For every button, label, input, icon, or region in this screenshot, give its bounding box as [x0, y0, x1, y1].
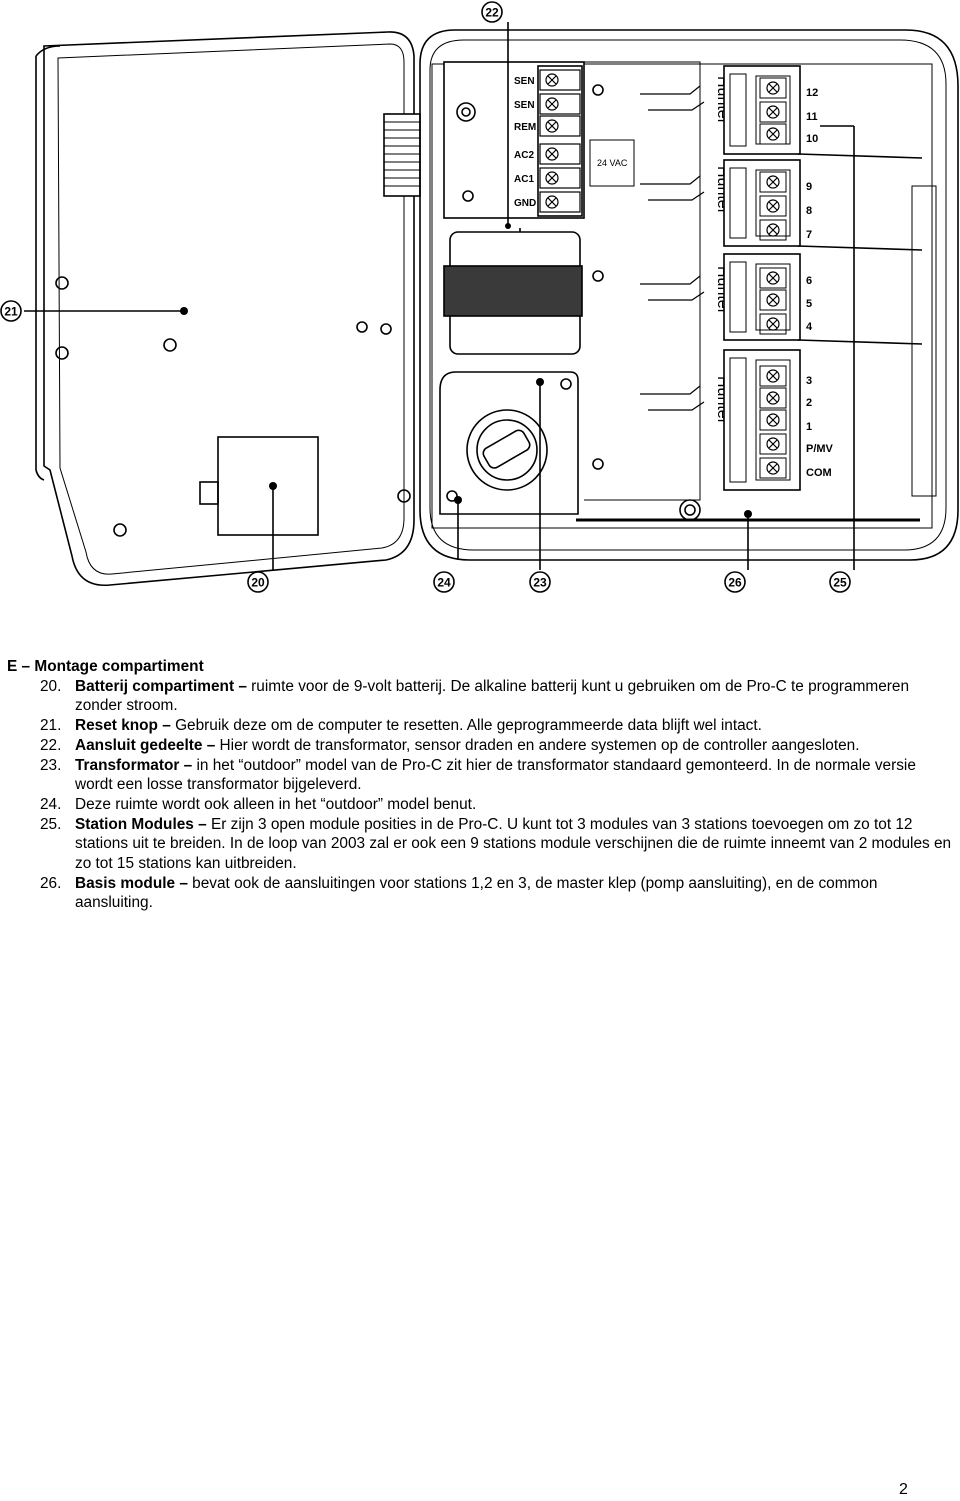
callout-23: 23 — [529, 571, 551, 593]
item-description: Er zijn 3 open module posities in de Pro… — [75, 815, 952, 873]
item-description: Hier wordt de transformator, sensor drad… — [215, 736, 860, 754]
station-label: 11 — [806, 111, 818, 123]
svg-text:22: 22 — [485, 6, 499, 20]
station-label: 6 — [806, 275, 812, 287]
station-label: 7 — [806, 229, 812, 241]
station-module — [723, 349, 801, 491]
item-number: 21. — [40, 717, 62, 735]
svg-text:23: 23 — [533, 576, 547, 590]
station-label: 3 — [806, 375, 812, 387]
item-description: ruimte voor de 9-volt batterij. De alkal… — [75, 677, 910, 715]
item-number: 22. — [40, 736, 62, 754]
station-module — [723, 65, 801, 155]
station-label: 1 — [806, 421, 812, 433]
list-item: 23. Transformator – in het “outdoor” mode… — [7, 756, 952, 795]
station-label: COM — [806, 467, 832, 479]
item-description: in het “outdoor” model van de Pro-C zit … — [75, 756, 916, 794]
callout-20: 20 — [247, 571, 269, 593]
station-module — [723, 253, 801, 341]
svg-text:25: 25 — [833, 576, 847, 590]
item-description: Gebruik deze om de computer te resetten.… — [170, 717, 762, 735]
section-title: E – Montage compartiment — [7, 658, 204, 675]
station-label: 10 — [806, 133, 818, 145]
terminal-label: REM — [514, 122, 536, 133]
station-label: 2 — [806, 397, 812, 409]
item-number: 24. — [40, 795, 62, 813]
station-label: P/MV — [806, 443, 834, 455]
terminal-label: AC1 — [514, 174, 534, 185]
callout-leaders — [24, 22, 855, 570]
item-description: bevat ook de aansluitingen voor stations… — [75, 874, 878, 912]
list-item: 26. Basis module – bevat ook de aansluiti… — [7, 874, 952, 913]
item-number: 26. — [40, 874, 62, 892]
item-term: Reset knop – — [75, 717, 171, 735]
outdoor-knob — [466, 409, 548, 491]
svg-text:21: 21 — [4, 305, 18, 319]
item-description: Deze ruimte wordt ook alleen in het “out… — [75, 795, 477, 813]
station-label: 12 — [806, 87, 818, 99]
callout-22: 22 — [481, 1, 503, 23]
terminal-label: SEN — [514, 100, 535, 111]
station-module — [723, 159, 801, 247]
svg-text:24: 24 — [437, 576, 451, 590]
item-list: 20. Batterij compartiment – ruimte voor d… — [7, 677, 952, 913]
callout-25: 25 — [829, 571, 851, 593]
item-number: 20. — [40, 677, 62, 695]
item-term: Basis module – — [75, 874, 188, 892]
battery-compartment — [217, 436, 319, 536]
terminal-label: SEN — [514, 76, 535, 87]
station-label: 5 — [806, 298, 812, 310]
item-term: Transformator – — [75, 756, 193, 774]
controller-door — [35, 31, 421, 587]
terminal-label: GND — [514, 198, 536, 209]
terminal-strip — [537, 65, 583, 217]
item-term: Batterij compartiment – — [75, 677, 247, 695]
callout-26: 26 — [724, 571, 746, 593]
item-number: 23. — [40, 756, 62, 774]
svg-text:26: 26 — [728, 576, 742, 590]
list-item: 21. Reset knop – Gebruik deze om de compu… — [7, 716, 952, 736]
station-label: 4 — [806, 321, 813, 333]
callout-21: 21 — [0, 300, 22, 322]
station-label: 8 — [806, 205, 812, 217]
terminal-label: AC2 — [514, 150, 534, 161]
item-term: Station Modules – — [75, 815, 207, 833]
svg-text:20: 20 — [251, 576, 265, 590]
list-item: 25. Station Modules – Er zijn 3 open modu… — [7, 815, 952, 874]
list-item: 22. Aansluit gedeelte – Hier wordt de tra… — [7, 736, 952, 756]
voltage-label: 24 VAC — [597, 158, 628, 168]
callout-24: 24 — [433, 571, 455, 593]
page-number: 2 — [899, 1481, 908, 1498]
item-term: Aansluit gedeelte – — [75, 736, 216, 754]
description-section: E – Montage compartiment 20. Batterij com… — [7, 657, 952, 913]
station-label: 9 — [806, 181, 812, 193]
list-item: 20. Batterij compartiment – ruimte voor d… — [7, 677, 952, 716]
item-number: 25. — [40, 815, 62, 833]
list-item: 24. Deze ruimte wordt ook alleen in het “… — [7, 795, 952, 815]
